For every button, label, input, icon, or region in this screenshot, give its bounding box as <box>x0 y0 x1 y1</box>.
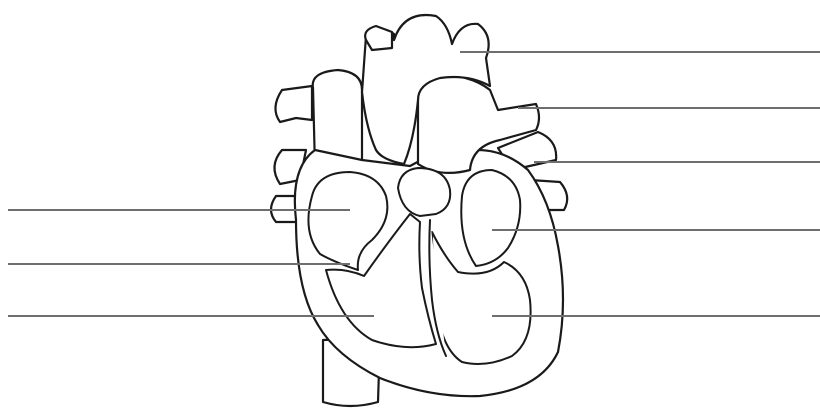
pulmonary-vein-right-upper <box>275 86 312 122</box>
brachiocephalic-artery <box>365 26 392 50</box>
aortic-valve-region <box>398 168 450 216</box>
